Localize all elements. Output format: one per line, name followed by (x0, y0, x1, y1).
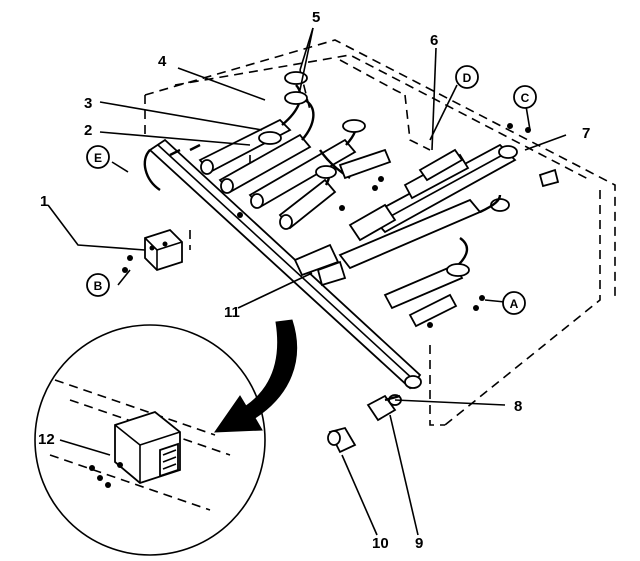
oven-burner-assembly (237, 123, 560, 328)
callout-letter-b: B (94, 279, 103, 293)
callout-3: 3 (84, 95, 92, 112)
switch-block (122, 228, 183, 273)
callout-letter-c: C (521, 91, 530, 105)
callout-12: 12 (38, 431, 55, 448)
leader-lines (47, 27, 567, 536)
detail-inset (34, 324, 266, 556)
callout-1: 1 (40, 193, 48, 210)
callout-7: 7 (582, 125, 590, 142)
burner-tubes-left (169, 71, 392, 230)
callout-6: 6 (430, 32, 438, 49)
callout-labels: 1 2 3 4 5 6 7 8 9 10 11 12 (38, 9, 590, 552)
callout-8: 8 (514, 398, 522, 415)
callout-letter-e: E (94, 151, 102, 165)
callout-10: 10 (372, 535, 389, 552)
range-body-outline (144, 39, 616, 426)
callout-11: 11 (224, 304, 240, 321)
valve-knob-parts (327, 394, 402, 454)
callout-2: 2 (84, 122, 92, 139)
manifold-pipe (143, 138, 422, 390)
callout-letter-d: D (463, 71, 472, 85)
letter-callouts: A B C D E (86, 65, 537, 315)
burner-cap-4 (284, 91, 308, 105)
callout-letter-a: A (510, 297, 519, 311)
callout-4: 4 (158, 53, 167, 70)
detail-arrow (214, 319, 298, 433)
callout-5: 5 (312, 9, 320, 26)
callout-9: 9 (415, 535, 423, 552)
